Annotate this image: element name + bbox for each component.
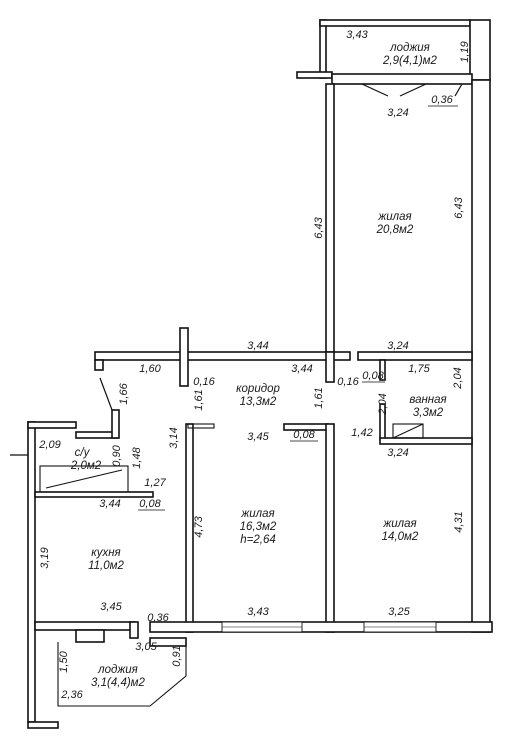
room-name-corridor: коридор [236, 383, 280, 395]
bath-fixture [392, 423, 424, 439]
dim-label: 0,08 [293, 429, 315, 441]
living-divider-wall [325, 423, 335, 633]
dim-label: 1,19 [459, 41, 471, 62]
dim-label: 0,36 [147, 612, 169, 624]
dim-label: 0,91 [171, 645, 183, 666]
room-area-loggia-bottom: 3,1(4,4)м2 [91, 677, 146, 689]
room-area-bathroom: 3,3м2 [413, 407, 444, 419]
dim-label: 0,90 [111, 444, 123, 466]
living-large-left-wall [325, 83, 335, 355]
dim-label: 3,14 [168, 427, 180, 448]
room-name-loggia-top: лоджия [389, 42, 430, 54]
dim-label: 3,45 [100, 601, 122, 613]
dim-label: 2,04 [452, 367, 464, 389]
bath-fixture-diag [392, 423, 424, 439]
dim-label: 3,45 [247, 431, 269, 443]
walls [10, 19, 493, 729]
bottom-loggia-top-wall [149, 637, 187, 647]
door-loggia-side [454, 83, 463, 97]
room-name-living-large: жилая [377, 211, 411, 223]
dim-label: 0,36 [431, 94, 453, 106]
door-mid-left [187, 423, 215, 429]
dim-label: 1,75 [408, 363, 430, 375]
dim-label: 1,61 [313, 387, 325, 408]
outer-right-wall [471, 79, 491, 633]
dim-label: 6,43 [313, 216, 325, 238]
dim-label: 3,24 [387, 340, 408, 352]
dim-label: 0,16 [193, 376, 215, 388]
living-mid-left-wall [185, 423, 194, 633]
loggia-top-left-wall [319, 19, 327, 79]
room-area-corridor: 13,3м2 [240, 396, 277, 408]
corridor-stub-top [179, 327, 189, 387]
dim-label: 3,05 [135, 641, 157, 653]
room-name-wc: с/у [75, 447, 91, 459]
wc-door-swing [99, 377, 113, 411]
dim-label: 3,44 [291, 363, 312, 375]
room-area-kitchen: 11,0м2 [88, 560, 124, 572]
door-loggia-left [361, 83, 389, 97]
dim-label: 0,08 [139, 498, 161, 510]
room-area-living-right: 14,0м2 [382, 531, 419, 543]
dim-label: 4,31 [453, 511, 465, 532]
room-name-living-mid: жилая [240, 508, 274, 520]
bottom-loggia-left-foot [27, 721, 59, 729]
dim-label: 1,42 [351, 427, 372, 439]
loggia-top-wall [319, 19, 471, 27]
dim-label: 3,43 [346, 29, 368, 41]
loggia-partition [331, 73, 473, 85]
dim-label: 2,36 [60, 689, 83, 701]
dim-label: 3,43 [247, 606, 269, 618]
room-height-living-mid: h=2,64 [240, 534, 276, 546]
dim-label: 3,44 [247, 340, 268, 352]
loggia-left-ledge [296, 71, 333, 79]
corridor-top-wall [94, 351, 351, 361]
dim-label: 1,66 [118, 382, 130, 404]
dim-label: 3,25 [388, 606, 410, 618]
room-name-living-right: жилая [382, 518, 416, 530]
bath-bottom-wall [379, 437, 473, 445]
dim-label: 3,44 [99, 498, 120, 510]
dim-label: 3,24 [387, 107, 408, 119]
dim-label: 2,04 [377, 393, 389, 415]
dim-label: 6,43 [453, 196, 465, 218]
bath-left-stub [379, 359, 386, 381]
room-name-loggia-bottom: лоджия [97, 664, 138, 676]
dim-label: 1,48 [131, 446, 143, 468]
outer-right-wall-upper [469, 19, 491, 81]
room-area-loggia-top: 2,9(4,1)м2 [382, 55, 438, 67]
dim-label: 0,08 [362, 370, 384, 382]
corridor-left-cap [94, 359, 104, 371]
dim-label: 4,73 [193, 515, 205, 537]
wc-bottom-wall [34, 491, 154, 498]
dimension-labels: 3,43 1,19 3,24 0,36 6,43 6,43 3,44 3,44 … [38, 29, 471, 701]
room-area-wc: 2,0м2 [70, 460, 102, 472]
kitchen-bottom-wall [34, 621, 136, 631]
rooms-bottom-wall [149, 621, 493, 633]
room-name-bathroom: ванная [409, 394, 446, 406]
bath-top-wall [357, 351, 473, 361]
outer-left-wall [27, 421, 36, 723]
wc-fixture-diag [45, 469, 123, 489]
dim-label: 3,19 [39, 547, 51, 568]
dim-label: 1,61 [193, 389, 205, 410]
wc-top-wall-left [27, 421, 77, 429]
corridor-right-stub [325, 351, 335, 383]
room-area-living-mid: 16,3м2 [240, 521, 277, 533]
room-area-living-large: 20,8м2 [376, 224, 414, 236]
dim-label: 1,50 [58, 650, 70, 672]
room-name-kitchen: кухня [91, 547, 120, 559]
dim-label: 1,60 [139, 363, 161, 375]
dim-label: 0,16 [337, 376, 359, 388]
dim-label: 1,27 [144, 477, 166, 489]
kitchen-door-stub [129, 621, 139, 639]
loggia-bottom-pillar [75, 629, 105, 643]
dim-label: 2,09 [38, 439, 60, 451]
dim-label: 3,24 [387, 447, 408, 459]
wc-right-stub [111, 409, 120, 439]
door-loggia-right [399, 83, 427, 97]
room-labels: лоджия 2,9(4,1)м2 жилая 20,8м2 коридор 1… [70, 42, 447, 689]
